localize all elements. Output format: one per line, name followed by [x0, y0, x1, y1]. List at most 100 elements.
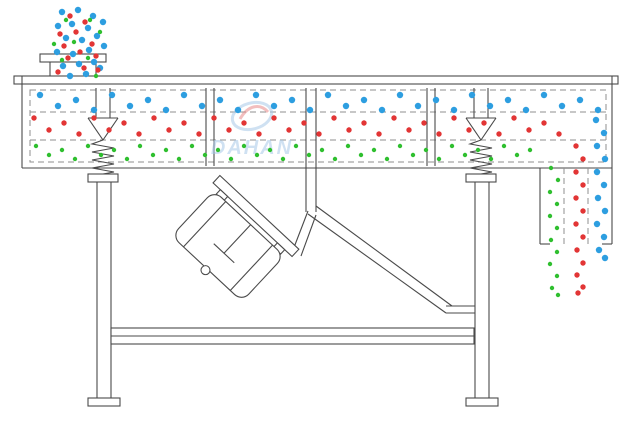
watermark-logo-swoosh [238, 105, 270, 120]
particle-large [126, 102, 134, 110]
particle-medium [526, 127, 532, 133]
particle-large [53, 48, 61, 56]
particle-medium [573, 221, 579, 227]
particle-large [576, 96, 584, 104]
particle-medium [93, 53, 99, 59]
particle-medium [436, 131, 442, 137]
particle-fine [267, 147, 273, 153]
particle-medium [406, 127, 412, 133]
particle-fine [124, 156, 130, 162]
particle-fine [46, 152, 52, 158]
particle-large [595, 246, 603, 254]
particle-large [360, 96, 368, 104]
discharge-chute [539, 168, 612, 245]
particle-fine [554, 225, 560, 231]
particle-fine [449, 143, 455, 149]
particle-large [85, 46, 93, 54]
particle-medium [241, 120, 247, 126]
spring-base-right [465, 173, 497, 183]
particle-large [396, 91, 404, 99]
particle-large [72, 96, 80, 104]
particle-large [93, 32, 101, 40]
particle-fine [59, 147, 65, 153]
particle-fine [111, 147, 117, 153]
particle-medium [211, 115, 217, 121]
particle-fine [554, 201, 560, 207]
particle-fine [501, 143, 507, 149]
particle-fine [163, 147, 169, 153]
particle-large [593, 142, 601, 150]
particle-large [378, 106, 386, 114]
particle-medium [421, 120, 427, 126]
watermark: DAHAN [211, 100, 291, 159]
particle-medium [573, 195, 579, 201]
particle-medium [451, 115, 457, 121]
particle-medium [346, 127, 352, 133]
particles-layer [31, 6, 609, 298]
particle-medium [55, 69, 61, 75]
particle-large [601, 207, 609, 215]
particle-fine [549, 285, 555, 291]
particle-medium [573, 169, 579, 175]
spring-seat-right [465, 117, 497, 141]
particle-medium [376, 131, 382, 137]
particle-fine [345, 143, 351, 149]
particle-medium [466, 127, 472, 133]
particle-large [59, 62, 67, 70]
motor-support-beam [292, 205, 475, 314]
particle-fine [547, 189, 553, 195]
particle-large [600, 233, 608, 241]
particle-large [216, 96, 224, 104]
particle-large [601, 254, 609, 262]
particle-fine [87, 17, 93, 23]
particle-fine [85, 55, 91, 61]
particle-large [58, 8, 66, 16]
particle-medium [95, 67, 101, 73]
particle-medium [65, 55, 71, 61]
particle-medium [77, 49, 83, 55]
particle-large [600, 129, 608, 137]
particle-large [270, 102, 278, 110]
particle-fine [547, 261, 553, 267]
particle-medium [89, 41, 95, 47]
particle-large [432, 96, 440, 104]
particle-fine [306, 152, 312, 158]
particle-medium [511, 115, 517, 121]
foot-plate-left [87, 397, 121, 407]
particle-large [414, 102, 422, 110]
particle-medium [61, 43, 67, 49]
particle-medium [271, 115, 277, 121]
particle-fine [548, 165, 554, 171]
coil-spring-right [467, 139, 493, 175]
particle-fine [72, 156, 78, 162]
particle-fine [554, 273, 560, 279]
particle-medium [136, 131, 142, 137]
particle-medium [580, 156, 586, 162]
particle-fine [228, 156, 234, 162]
particle-fine [462, 152, 468, 158]
coil-spring-left [89, 139, 115, 175]
particle-fine [137, 143, 143, 149]
particle-medium [76, 131, 82, 137]
particle-large [288, 96, 296, 104]
motor-body [175, 194, 281, 298]
particle-medium [391, 115, 397, 121]
particle-medium [151, 115, 157, 121]
particle-fine [488, 156, 494, 162]
particle-large [90, 58, 98, 66]
particle-medium [46, 127, 52, 133]
particle-fine [555, 292, 561, 298]
particle-medium [67, 13, 73, 19]
particle-medium [574, 272, 580, 278]
particle-large [162, 106, 170, 114]
particle-large [180, 91, 188, 99]
particle-medium [121, 120, 127, 126]
particle-fine [527, 147, 533, 153]
particle-fine [59, 57, 65, 63]
support-spring-right [465, 117, 497, 183]
particle-large [75, 60, 83, 68]
particle-medium [361, 120, 367, 126]
particle-large [74, 6, 82, 14]
particle-fine [202, 152, 208, 158]
